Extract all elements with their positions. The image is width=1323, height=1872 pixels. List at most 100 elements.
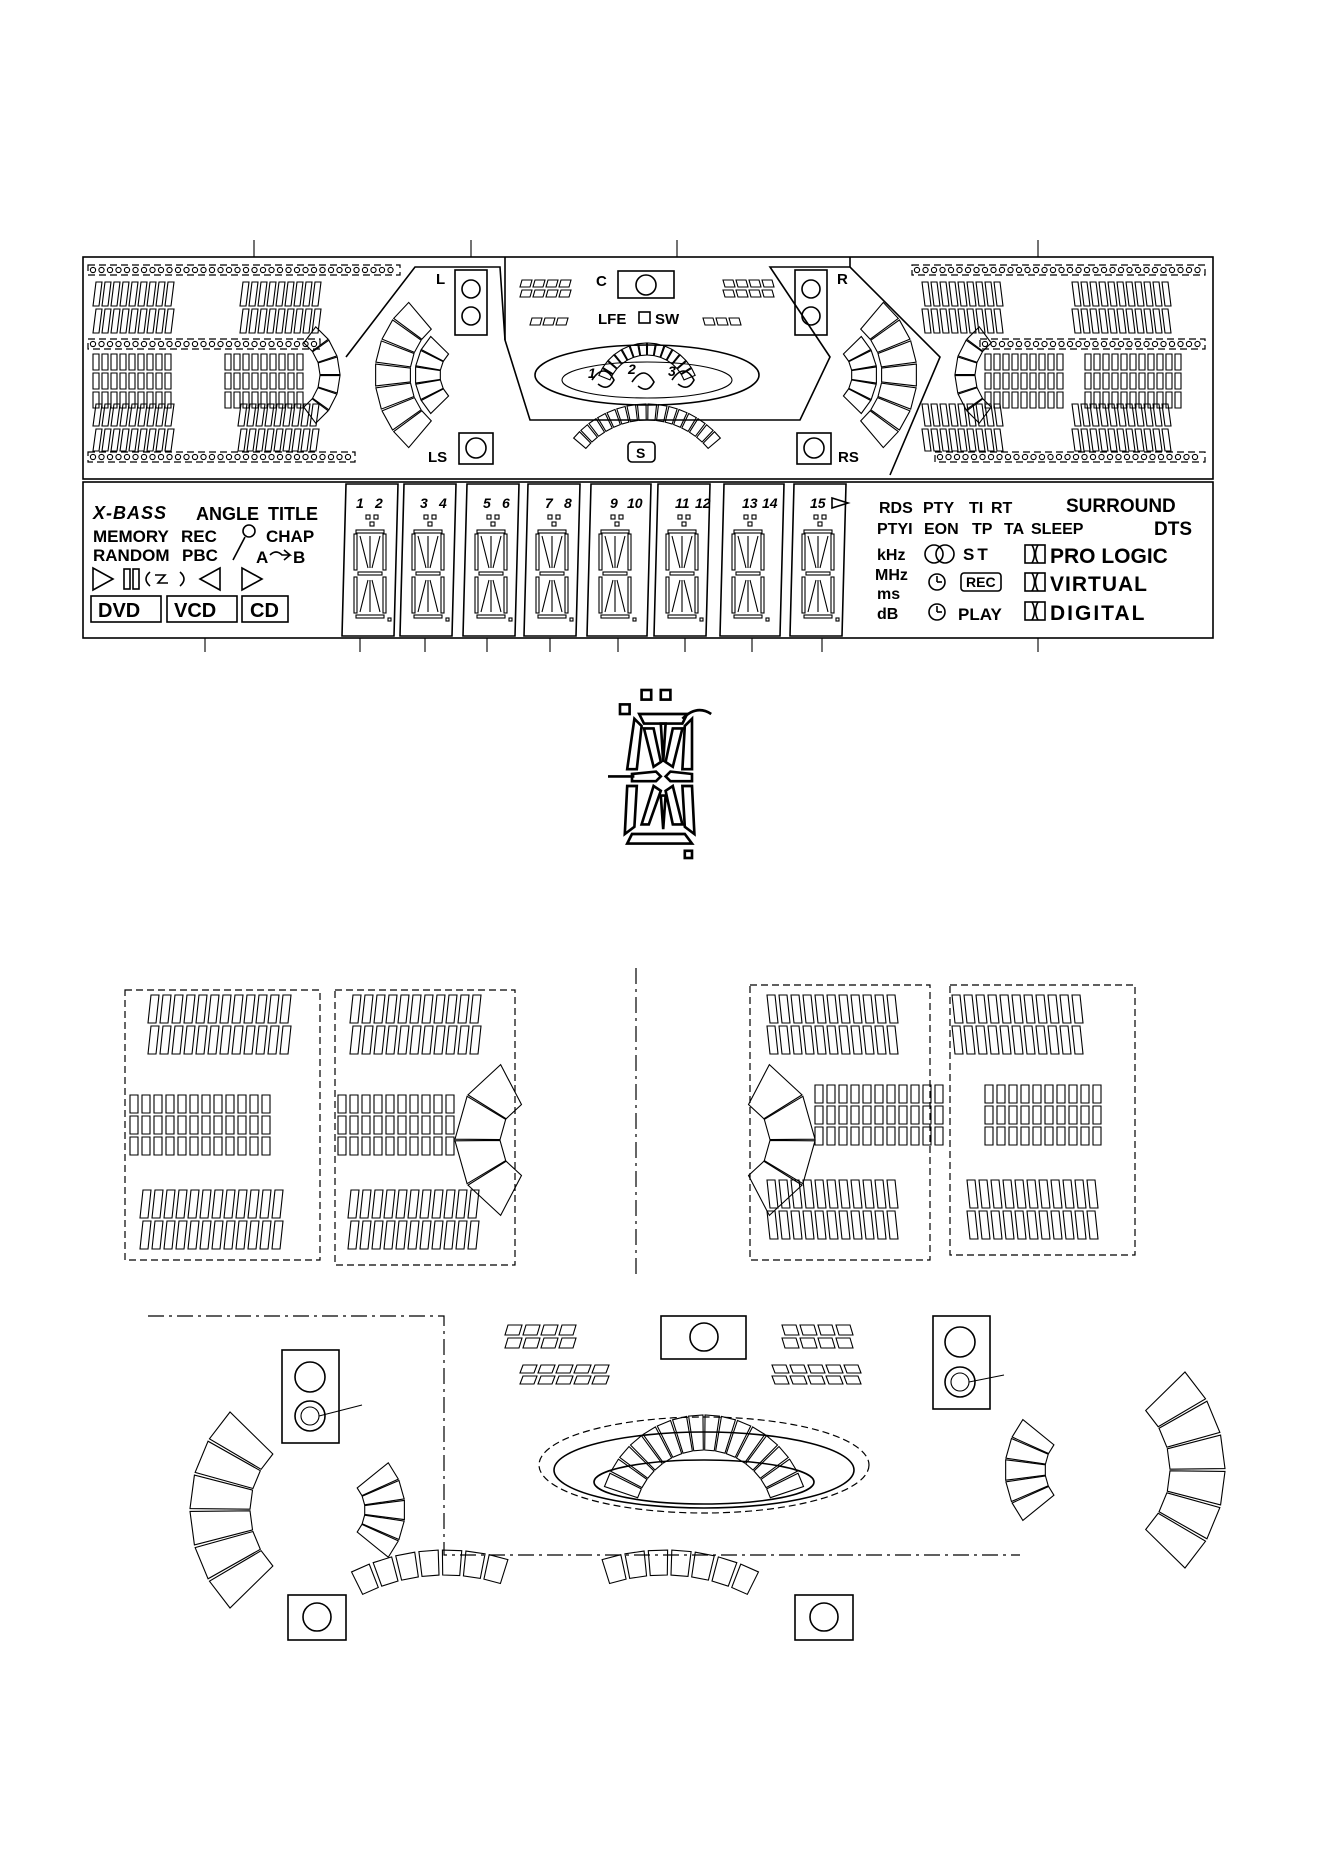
ab-repeat-icon bbox=[270, 550, 290, 560]
svg-text:8: 8 bbox=[564, 495, 572, 511]
repeat-icon bbox=[146, 572, 184, 586]
mhz-label: MHz bbox=[875, 567, 908, 584]
spiral-num-1: 1 bbox=[588, 365, 596, 381]
clock-icon bbox=[929, 574, 945, 590]
spiral-num-3: 3 bbox=[668, 363, 676, 379]
svg-text:15: 15 bbox=[810, 495, 826, 511]
svg-text:10: 10 bbox=[627, 495, 643, 511]
memory-label: MEMORY bbox=[93, 527, 170, 546]
center-bar-clusters bbox=[520, 280, 774, 325]
enlarged-digit-detail bbox=[608, 690, 711, 858]
title-label: TITLE bbox=[268, 504, 318, 524]
right-indicator-panel: RDS PTY TI RT SURROUND PTYI EON TP TA SL… bbox=[875, 496, 1192, 625]
svg-text:7: 7 bbox=[545, 495, 554, 511]
reverse-icon bbox=[200, 568, 220, 590]
digit-cell-7: 13 14 bbox=[742, 495, 778, 511]
exploded-right-bars bbox=[749, 985, 1135, 1260]
ptyi-label: PTYI bbox=[877, 521, 913, 538]
st-label: ST bbox=[963, 545, 991, 564]
khz-label: kHz bbox=[877, 547, 905, 564]
exploded-speaker-ls-icon bbox=[288, 1595, 346, 1640]
digital-label: DIGITAL bbox=[1050, 602, 1146, 625]
stereo-icon bbox=[925, 545, 954, 563]
svg-text:9: 9 bbox=[610, 495, 618, 511]
dolby-digital-icon bbox=[1025, 602, 1045, 620]
label-c: C bbox=[596, 273, 607, 290]
ab-a-label: A bbox=[256, 548, 268, 567]
left-indicator-panel: X-BASS ANGLE TITLE MEMORY REC CHAP RANDO… bbox=[91, 503, 318, 622]
svg-text:1: 1 bbox=[356, 495, 364, 511]
dolby-icon bbox=[1025, 545, 1045, 563]
svg-text:3: 3 bbox=[420, 495, 428, 511]
dolby-virtual-icon bbox=[1025, 573, 1045, 591]
svg-text:12: 12 bbox=[695, 495, 711, 511]
rds-label: RDS bbox=[879, 500, 913, 517]
label-sw: SW bbox=[655, 311, 680, 328]
surround-label: SURROUND bbox=[1066, 496, 1176, 517]
leader-lines bbox=[205, 638, 1038, 652]
middle-display-panel: X-BASS ANGLE TITLE MEMORY REC CHAP RANDO… bbox=[83, 482, 1213, 652]
svg-text:14: 14 bbox=[762, 495, 778, 511]
sleep-label: SLEEP bbox=[1031, 521, 1084, 538]
exploded-view-speakers bbox=[148, 1316, 1225, 1640]
digit-cell-3: 5 6 bbox=[483, 495, 510, 511]
db-label: dB bbox=[877, 606, 898, 623]
exploded-segment-details bbox=[190, 1325, 1225, 1608]
spiral-num-2: 2 bbox=[627, 361, 636, 377]
exploded-speaker-rs-icon bbox=[795, 1595, 853, 1640]
exploded-left-bars bbox=[125, 990, 521, 1265]
virtual-label: VIRTUAL bbox=[1050, 573, 1148, 596]
xbass-label: X-BASS bbox=[92, 503, 167, 523]
speaker-center-icon: C bbox=[596, 271, 674, 298]
timer-play-icon bbox=[929, 604, 945, 620]
angle-label: ANGLE bbox=[196, 504, 259, 524]
rec-indicator-label: REC bbox=[966, 574, 996, 590]
speaker-left-icon: L bbox=[436, 270, 487, 335]
tp-label: TP bbox=[972, 521, 993, 538]
vcd-label: VCD bbox=[174, 600, 216, 622]
forward-icon bbox=[242, 568, 262, 590]
random-label: RANDOM bbox=[93, 546, 170, 565]
ti-label: TI bbox=[969, 500, 983, 517]
label-ls: LS bbox=[428, 449, 447, 466]
microphone-icon bbox=[233, 525, 255, 560]
label-r: R bbox=[837, 271, 848, 288]
digit-cell-8: 15 bbox=[810, 495, 848, 511]
rt-label: RT bbox=[991, 500, 1013, 517]
dvd-label: DVD bbox=[98, 600, 140, 622]
pause-icon bbox=[124, 569, 130, 589]
speaker-right-icon: R bbox=[795, 270, 848, 335]
digit-cell-2: 3 4 bbox=[420, 495, 447, 511]
top-display-panel: L C R LFE SW LS RS S bbox=[83, 240, 1213, 479]
svg-text:4: 4 bbox=[438, 495, 447, 511]
cd-label: CD bbox=[250, 600, 279, 622]
right-spectrum-bars bbox=[922, 282, 1181, 451]
ms-label: ms bbox=[877, 586, 900, 603]
speaker-rs-icon: RS bbox=[797, 433, 859, 466]
digit-cell-5: 9 10 bbox=[610, 495, 643, 511]
ab-b-label: B bbox=[293, 548, 305, 567]
dts-label: DTS bbox=[1154, 519, 1192, 540]
play-label: PLAY bbox=[958, 605, 1002, 624]
speaker-ls-icon: LS bbox=[428, 433, 493, 466]
play-icon bbox=[93, 568, 113, 590]
exploded-speaker-right-icon bbox=[933, 1316, 990, 1409]
label-l: L bbox=[436, 271, 445, 288]
pbc-label: PBC bbox=[182, 546, 218, 565]
digit-cell-1: 1 2 bbox=[356, 495, 383, 511]
svg-text:13: 13 bbox=[742, 495, 758, 511]
label-rs: RS bbox=[838, 449, 859, 466]
svg-text:6: 6 bbox=[502, 495, 510, 511]
digit-cell-4: 7 8 bbox=[545, 495, 572, 511]
left-spectrum-bars bbox=[93, 282, 321, 451]
rec-label: REC bbox=[181, 527, 217, 546]
chap-label: CHAP bbox=[266, 527, 314, 546]
pty-label: PTY bbox=[923, 500, 954, 517]
digit-cells: 1 2 3 4 5 6 7 8 9 10 11 12 bbox=[342, 484, 848, 636]
ta-label: TA bbox=[1004, 521, 1025, 538]
svg-text:2: 2 bbox=[374, 495, 383, 511]
lfe-indicator-box bbox=[639, 312, 650, 323]
label-lfe: LFE bbox=[598, 311, 626, 328]
surround-badge: S bbox=[636, 445, 645, 461]
